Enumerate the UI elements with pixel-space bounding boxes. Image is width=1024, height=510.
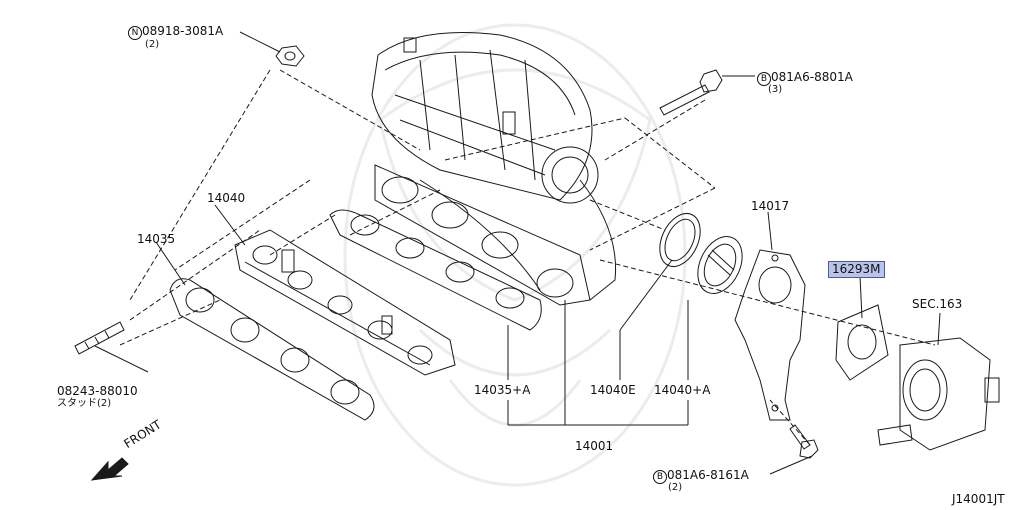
watermark-emblem	[345, 25, 685, 485]
bolt-upper-quantity: (3)	[768, 84, 783, 95]
nut-part	[276, 46, 304, 66]
part-label-14001: 14001	[575, 439, 614, 453]
section-ref-163: SEC.163	[912, 297, 963, 311]
intake-manifold-runners	[375, 165, 616, 305]
throttle-body	[878, 338, 999, 450]
part-label-14040a: 14040+A	[654, 383, 711, 397]
bolt-upper-part	[660, 70, 722, 115]
stud-bolt	[75, 322, 124, 354]
assembly-guide-lines	[120, 70, 935, 445]
throttle-gasket-16293m	[836, 305, 888, 380]
part-label-14040: 14040	[207, 191, 246, 205]
stud-callout: 08243-88010	[57, 384, 138, 398]
bolt-lower-part	[790, 425, 818, 458]
bolt-lower-quantity: (2)	[668, 482, 683, 493]
bolt-upper-prefix-badge: B	[757, 72, 771, 86]
part-label-14040e: 14040E	[590, 383, 636, 397]
stud-quantity: スタッド(2)	[57, 398, 112, 409]
part-label-14017: 14017	[751, 199, 790, 213]
front-arrow-icon	[92, 458, 128, 480]
manifold-gasket-14035a	[330, 210, 541, 330]
spacer-14040	[235, 230, 455, 375]
nut-prefix-badge: N	[128, 26, 142, 40]
intake-manifold-plenum	[372, 33, 598, 204]
bracket-14017	[735, 250, 805, 420]
part-label-14035: 14035	[137, 232, 176, 246]
bolt-upper-part-code: 081A6-8801A	[771, 70, 853, 84]
nut-part-code: 08918-3081A	[142, 24, 224, 38]
part-label-14035a: 14035+A	[474, 383, 531, 397]
bolt-lower-part-code: 081A6-8161A	[667, 468, 749, 482]
part-label-16293m: 16293M	[828, 261, 885, 278]
leader-lines	[95, 32, 940, 474]
nut-quantity: (2)	[145, 39, 160, 50]
gasket-14035	[170, 279, 374, 420]
adapter-ring-14040a	[689, 229, 751, 300]
bolt-lower-prefix-badge: B	[653, 470, 667, 484]
diagram-id: J14001JT	[952, 492, 1005, 506]
